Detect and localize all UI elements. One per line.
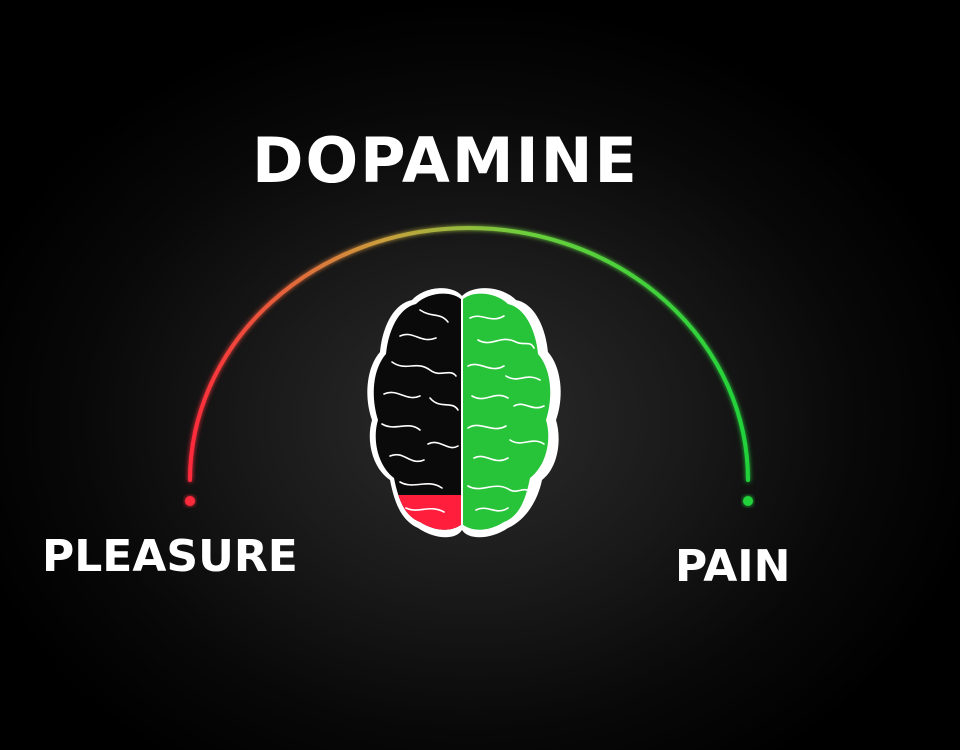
pain-dot	[743, 496, 753, 506]
title: DOPAMINE	[252, 124, 639, 197]
pleasure-label: PLEASURE	[42, 531, 298, 582]
pain-label: PAIN	[675, 541, 791, 592]
pleasure-dot	[185, 496, 195, 506]
gauge-arc	[188, 226, 750, 482]
brain-icon	[367, 288, 561, 538]
